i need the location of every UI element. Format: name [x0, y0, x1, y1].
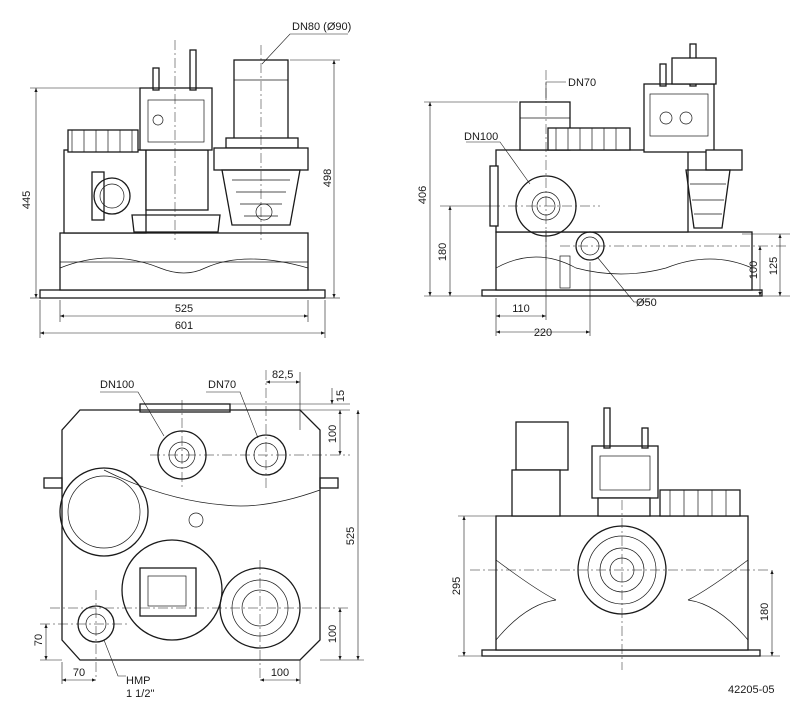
- top-hmp-label: HMP: [126, 675, 150, 687]
- rear-height-dim: 295: [451, 577, 463, 595]
- rear-view: 295 180: [451, 407, 780, 670]
- top-spacing-dim: 82,5: [272, 369, 293, 381]
- top-bottom-right-dim: 100: [271, 667, 289, 679]
- front-outer-width-dim: 601: [175, 320, 193, 332]
- side-pipe-height-dim-1: 100: [748, 261, 760, 279]
- side-offset-dim-1: 110: [512, 303, 530, 315]
- drawing-number: 42205-05: [728, 684, 775, 696]
- top-dn100-label: DN100: [100, 379, 134, 391]
- front-height-dim: 445: [21, 191, 33, 209]
- top-length-dim: 525: [345, 527, 357, 545]
- top-hmp-size-label: 1 1/2": [126, 688, 154, 700]
- side-view: DN70 DN100 406 180 100 125 110 220 Ø50: [417, 43, 790, 339]
- top-view: DN100 DN70 82,5 15 100 525 100 70 70 10: [33, 369, 364, 700]
- side-inlet-height-dim: 180: [437, 243, 449, 261]
- rear-inlet-dim: 180: [759, 603, 771, 621]
- front-outlet-label: DN80 (Ø90): [292, 21, 351, 33]
- side-diameter-label: Ø50: [636, 297, 657, 309]
- side-offset-dim-2: 220: [534, 327, 552, 339]
- top-bottom-left-dim: 70: [73, 667, 85, 679]
- front-width-dim: 525: [175, 303, 193, 315]
- top-depth-top-dim: 100: [327, 425, 339, 443]
- side-dn70-label: DN70: [568, 77, 596, 89]
- side-dn100-label: DN100: [464, 131, 498, 143]
- side-pipe-height-dim-2: 125: [768, 257, 780, 275]
- front-view: DN80 (Ø90) 445 498 525 601: [21, 21, 351, 338]
- front-outlet-height-dim: 498: [322, 169, 334, 187]
- side-height-dim: 406: [417, 186, 429, 204]
- top-left-offset-dim: 70: [33, 634, 45, 646]
- top-depth-bottom-dim: 100: [327, 625, 339, 643]
- top-offset-dim: 15: [335, 390, 347, 402]
- top-dn70-label: DN70: [208, 379, 236, 391]
